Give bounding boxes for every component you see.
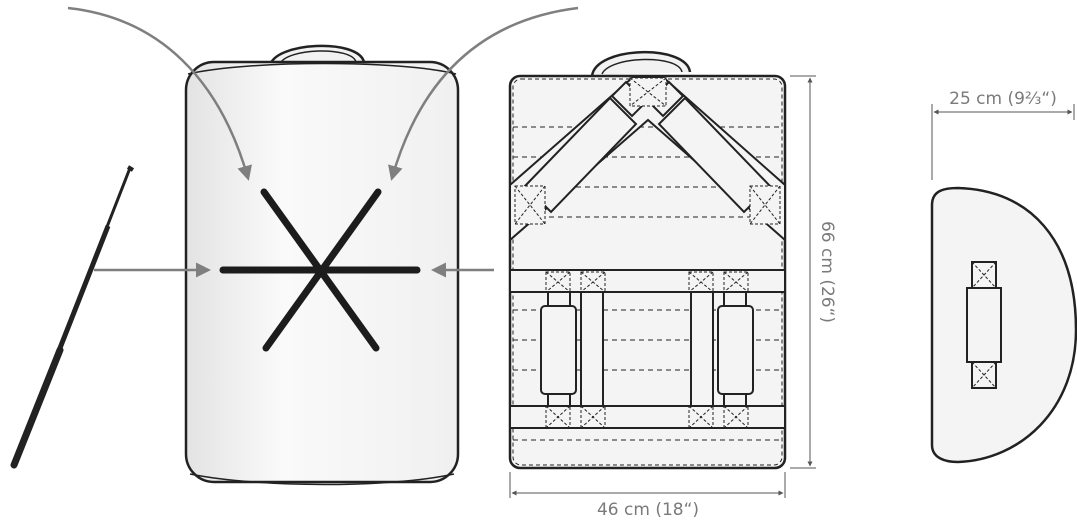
depth-label: 25 cm (9⅔“) bbox=[949, 89, 1057, 109]
shield-back-view bbox=[508, 50, 787, 470]
depth-dimension bbox=[931, 104, 1075, 180]
shield-front-view bbox=[184, 44, 460, 486]
shield-side-view bbox=[930, 186, 1077, 464]
height-dimension bbox=[790, 75, 816, 469]
baton-icon bbox=[10, 165, 135, 469]
width-label: 46 cm (18“) bbox=[597, 500, 699, 520]
arrow-top-right bbox=[388, 6, 579, 181]
width-dimension bbox=[509, 472, 786, 498]
impact-arrows bbox=[67, 6, 579, 278]
arrow-top-left bbox=[67, 6, 252, 181]
height-label: 66 cm (26“) bbox=[817, 221, 837, 323]
